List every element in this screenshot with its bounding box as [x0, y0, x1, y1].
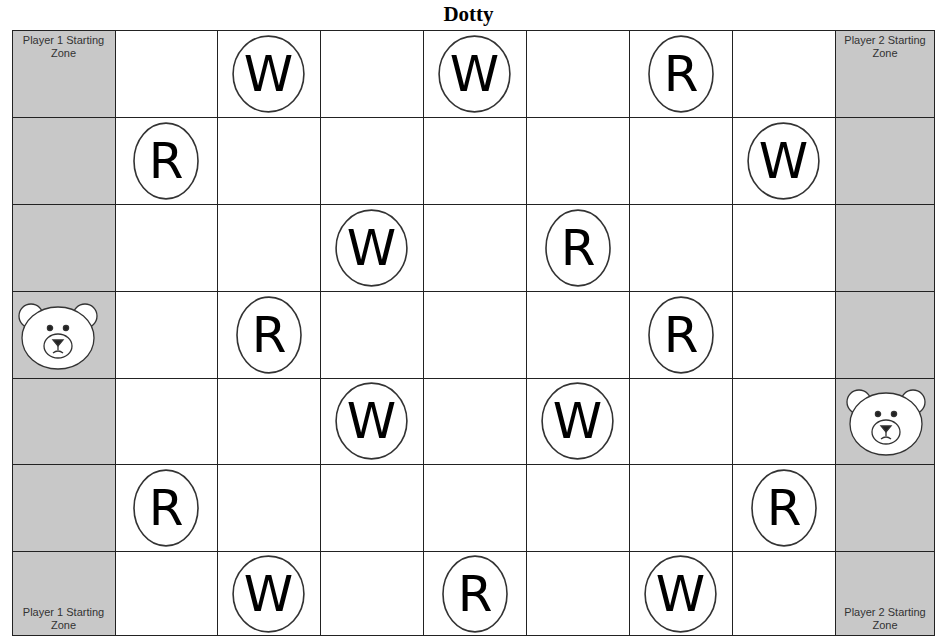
- token-letter: W: [335, 209, 408, 287]
- dot-token: R: [133, 122, 199, 200]
- token-letter: W: [438, 35, 511, 113]
- dot-token: R: [648, 35, 714, 113]
- dot-token: R: [133, 469, 199, 547]
- dot-token: R: [442, 555, 508, 633]
- dot-token: W: [232, 35, 305, 113]
- zone-label: Player 1 Starting Zone: [22, 34, 106, 60]
- board-title: Dotty: [0, 1, 937, 27]
- token-letter-glyph: R: [149, 136, 184, 186]
- token-letter: R: [133, 469, 199, 547]
- token-letter: R: [133, 122, 199, 200]
- bear-token: [19, 304, 97, 369]
- token-letter: R: [648, 35, 714, 113]
- token-letter: R: [545, 209, 611, 287]
- token-letter: W: [232, 555, 305, 633]
- grid-lines: [12, 30, 935, 636]
- dot-token: R: [236, 296, 302, 374]
- dot-token: W: [438, 35, 511, 113]
- token-letter-glyph: R: [664, 310, 699, 360]
- token-letter-glyph: W: [759, 136, 808, 186]
- token-letter-glyph: W: [656, 569, 705, 619]
- token-letter: W: [335, 382, 408, 460]
- token-letter-glyph: R: [149, 483, 184, 533]
- dot-token: W: [232, 555, 305, 633]
- dot-token: R: [751, 469, 817, 547]
- token-letter-glyph: W: [347, 396, 396, 446]
- token-letter: W: [747, 122, 820, 200]
- token-letter: R: [648, 296, 714, 374]
- token-letter: W: [541, 382, 614, 460]
- token-letter: W: [232, 35, 305, 113]
- starting-zone: Player 1 Starting Zone: [12, 30, 115, 117]
- start-column: [835, 30, 935, 636]
- dot-token: W: [335, 382, 408, 460]
- token-letter: W: [644, 555, 717, 633]
- token-letter-glyph: R: [561, 223, 596, 273]
- zone-label: Player 2 Starting Zone: [843, 606, 927, 632]
- token-letter-glyph: W: [347, 223, 396, 273]
- dot-token: W: [747, 122, 820, 200]
- token-letter-glyph: R: [664, 49, 699, 99]
- token-letter: R: [751, 469, 817, 547]
- dot-token: W: [335, 209, 408, 287]
- token-letter-glyph: R: [252, 310, 287, 360]
- zone-label: Player 1 Starting Zone: [22, 606, 106, 632]
- token-letter-glyph: R: [767, 483, 802, 533]
- token-letter-glyph: R: [458, 569, 493, 619]
- token-letter-glyph: W: [244, 569, 293, 619]
- zone-label: Player 2 Starting Zone: [843, 34, 927, 60]
- dot-token: W: [644, 555, 717, 633]
- token-letter: R: [236, 296, 302, 374]
- token-letter-glyph: W: [553, 396, 602, 446]
- bear-token: [847, 390, 925, 455]
- dot-token: R: [648, 296, 714, 374]
- token-letter-glyph: W: [244, 49, 293, 99]
- dot-token: W: [541, 382, 614, 460]
- start-column: [12, 30, 115, 636]
- token-letter-glyph: W: [450, 49, 499, 99]
- starting-zone: Player 2 Starting Zone: [835, 30, 935, 117]
- dot-token: R: [545, 209, 611, 287]
- starting-zone: Player 1 Starting Zone: [12, 551, 115, 636]
- starting-zone: Player 2 Starting Zone: [835, 551, 935, 636]
- token-letter: R: [442, 555, 508, 633]
